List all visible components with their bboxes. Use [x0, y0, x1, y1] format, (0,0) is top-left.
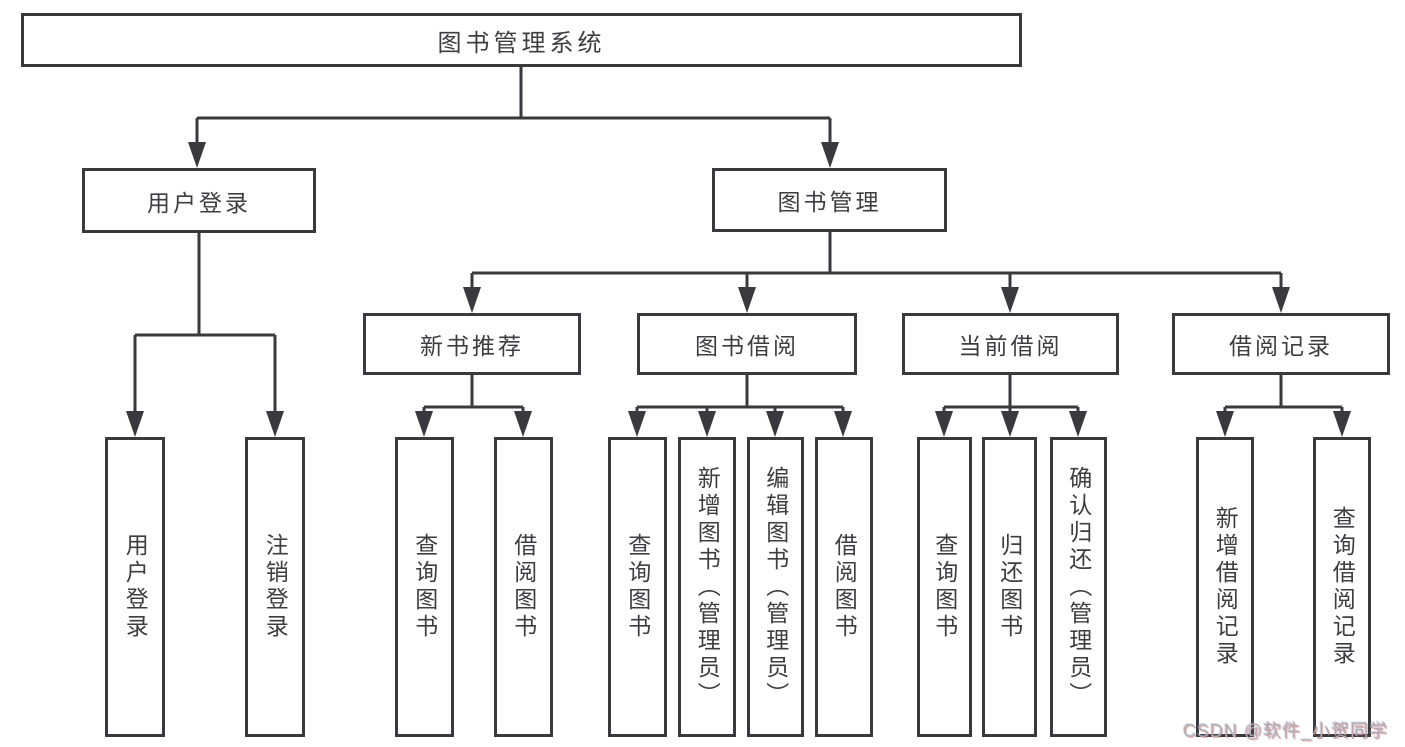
node-query-books-2: 查询图书 [608, 437, 667, 737]
node-new-book-rec: 新书推荐 [363, 313, 581, 375]
node-current-borrow: 当前借阅 [902, 313, 1119, 375]
node-book-borrow: 图书借阅 [637, 313, 857, 375]
csdn-watermark: CSDN @软件_小贺同学 [1183, 721, 1389, 741]
node-add-borrow-record: 新增借阅记录 [1196, 437, 1254, 737]
node-add-books: 新增图书（管理员） [678, 437, 736, 737]
node-edit-books: 编辑图书（管理员） [747, 437, 804, 737]
node-confirm-return: 确认归还（管理员） [1050, 437, 1107, 737]
node-logout: 注销登录 [245, 437, 305, 737]
node-borrow-books-2: 借阅图书 [815, 437, 873, 737]
node-query-books-3: 查询图书 [917, 437, 972, 737]
node-book-mgmt: 图书管理 [712, 168, 947, 232]
node-borrow-records: 借阅记录 [1172, 313, 1390, 375]
node-user-login-menu: 用户登录 [82, 168, 316, 233]
node-return-books: 归还图书 [982, 437, 1037, 737]
node-root: 图书管理系统 [21, 13, 1022, 67]
node-login: 用户登录 [105, 437, 165, 737]
node-borrow-books-1: 借阅图书 [494, 437, 553, 737]
node-query-books-1: 查询图书 [395, 437, 454, 737]
node-query-borrow-record: 查询借阅记录 [1313, 437, 1371, 737]
